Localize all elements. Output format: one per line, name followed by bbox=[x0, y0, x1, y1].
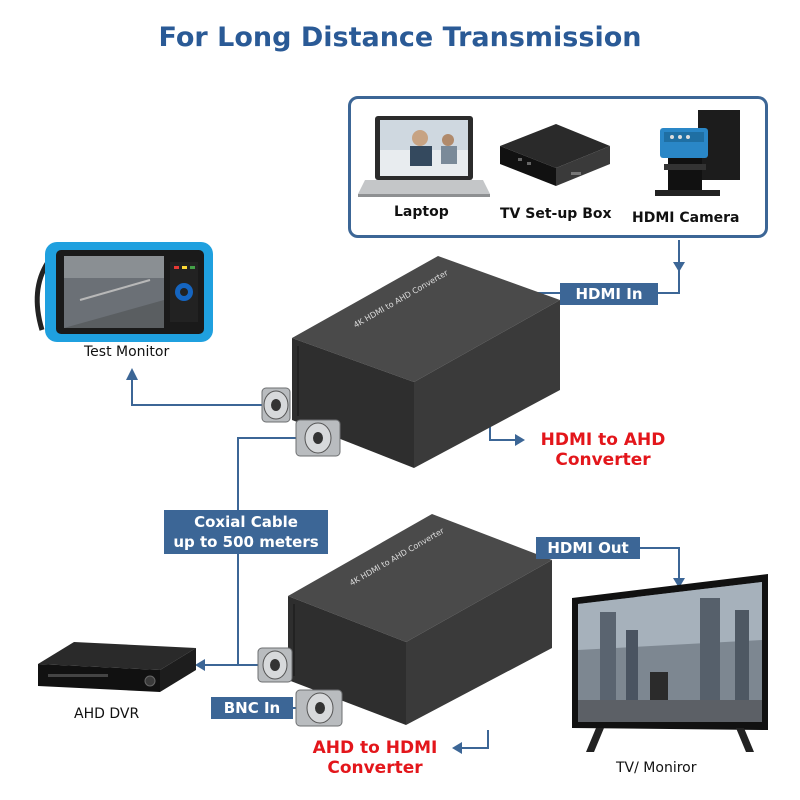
bottom-bnc-connector-1 bbox=[257, 647, 293, 683]
arrowheads bbox=[126, 262, 685, 754]
test-monitor-line bbox=[131, 372, 265, 406]
bottom-converter-hook bbox=[462, 730, 489, 749]
tv-setup-box-label: TV Set-up Box bbox=[500, 206, 612, 222]
laptop-image bbox=[358, 116, 490, 197]
arrow-down-tv bbox=[673, 578, 685, 588]
arrow-down-hdmi-in bbox=[673, 262, 685, 272]
hdmi-out-tag: HDMI Out bbox=[536, 537, 640, 559]
tv-setup-box-image bbox=[500, 124, 610, 186]
ahd-dvr-image bbox=[38, 642, 196, 692]
top-converter-caption-line2: Converter bbox=[555, 450, 651, 470]
hdmi-camera-label: HDMI Camera bbox=[632, 210, 740, 226]
top-converter-caption-line1: HDMI to AHD bbox=[540, 430, 666, 450]
coax-cable-line2: up to 500 meters bbox=[173, 533, 319, 551]
top-converter-image bbox=[261, 256, 560, 468]
laptop-label: Laptop bbox=[394, 204, 449, 220]
ahd-dvr-label: AHD DVR bbox=[74, 706, 140, 722]
hdmi-camera-image bbox=[655, 110, 740, 196]
arrow-left-dvr bbox=[195, 659, 205, 671]
hdmi-in-tag: HDMI In bbox=[560, 283, 658, 305]
bottom-converter-caption: AHD to HDMI Converter bbox=[300, 738, 450, 778]
coax-cable-line1: Coxial Cable bbox=[194, 513, 298, 531]
bottom-bnc-connector-2 bbox=[295, 689, 343, 727]
test-monitor-label: Test Monitor bbox=[84, 344, 170, 360]
top-converter-caption: HDMI to AHD Converter bbox=[528, 430, 678, 470]
bottom-converter-image bbox=[257, 514, 552, 727]
source-devices-box bbox=[348, 96, 768, 238]
top-bnc-connector-1 bbox=[261, 387, 291, 423]
test-monitor-image bbox=[34, 242, 213, 342]
bnc-in-tag: BNC In bbox=[211, 697, 293, 719]
arrow-up-test-monitor bbox=[126, 368, 138, 380]
bottom-converter-caption-line2: Converter bbox=[327, 758, 423, 778]
arrow-right-top-converter bbox=[515, 434, 525, 446]
bottom-converter-caption-line1: AHD to HDMI bbox=[312, 738, 438, 758]
tv-monitor-image bbox=[572, 574, 768, 752]
page-title: For Long Distance Transmission bbox=[158, 22, 642, 53]
top-bnc-connector-2 bbox=[295, 419, 341, 457]
coax-cable-tag: Coxial Cable up to 500 meters bbox=[164, 510, 328, 554]
tv-monitor-label: TV/ Moniror bbox=[616, 760, 697, 776]
arrow-left-bottom-converter bbox=[452, 742, 462, 754]
